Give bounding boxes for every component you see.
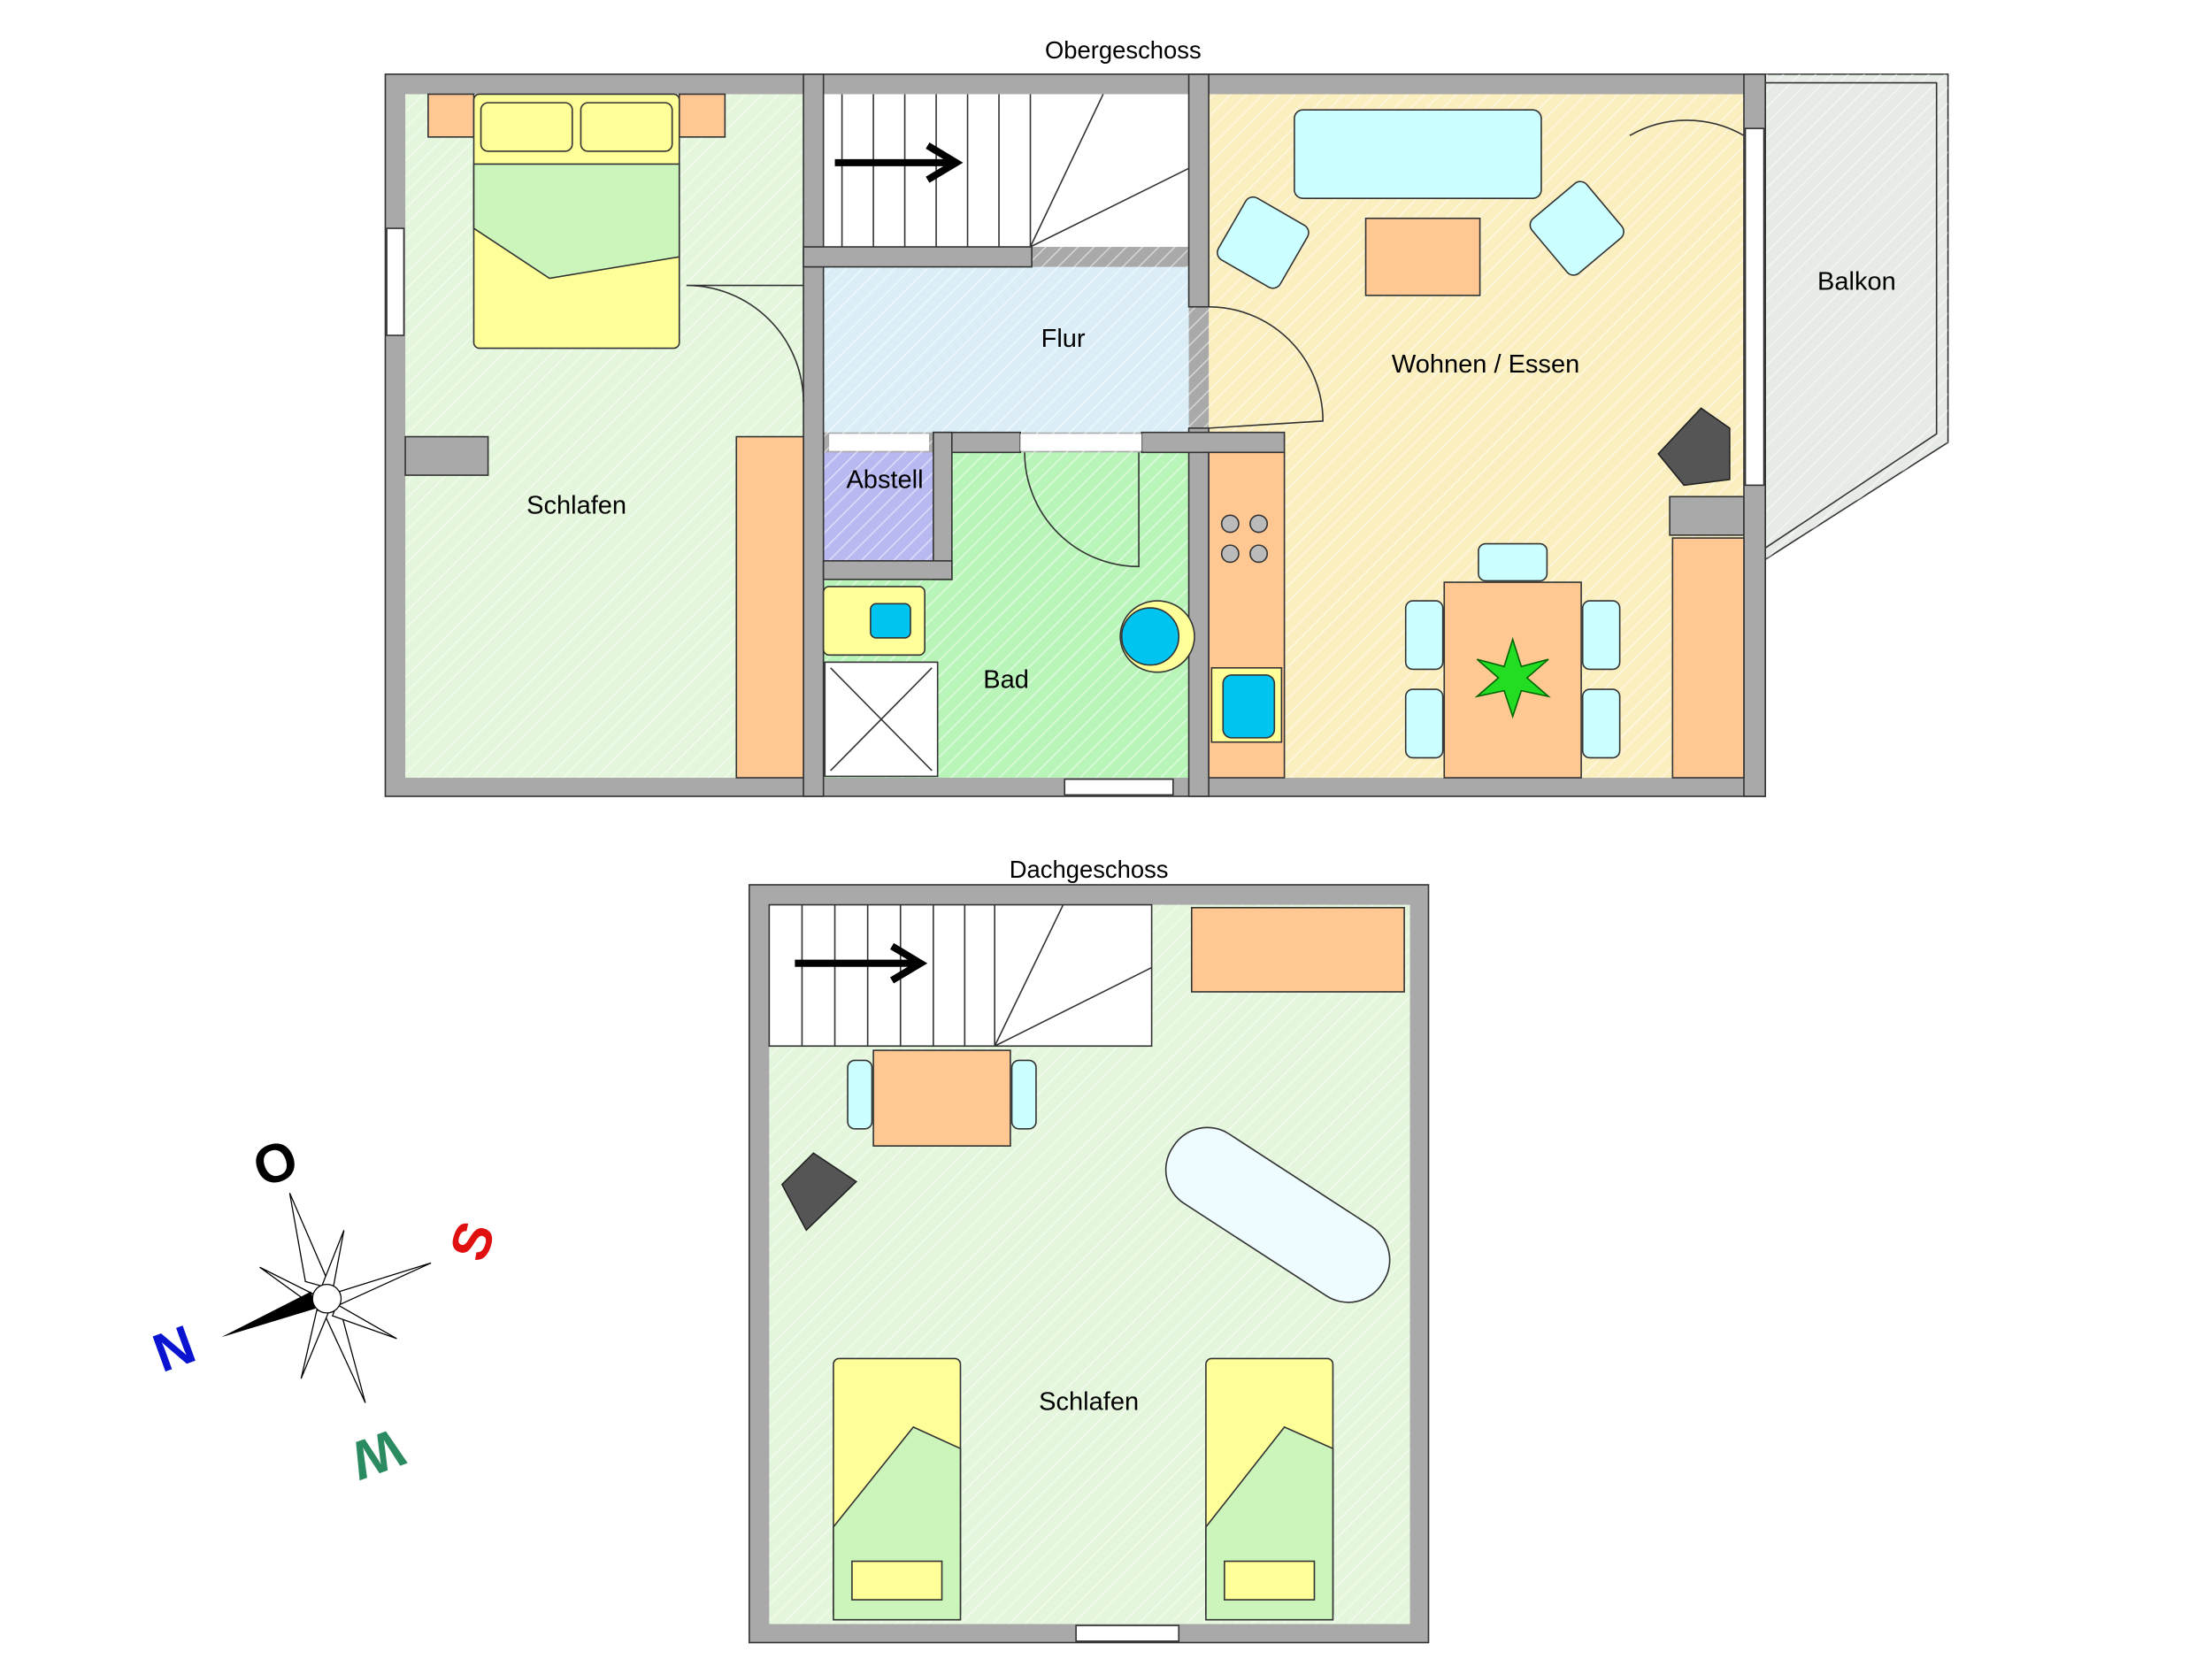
- tv-icon: [780, 1152, 858, 1232]
- door-living: [1209, 305, 1324, 429]
- stairs-upper: [834, 94, 1189, 248]
- label-hall: Flur: [1041, 325, 1086, 353]
- door-bedroom: [686, 284, 804, 403]
- label-balcony: Balkon: [1817, 267, 1896, 296]
- desk: [872, 1049, 1011, 1147]
- label-storage: Abstell: [846, 466, 923, 495]
- door-bath: [1024, 452, 1140, 568]
- sofa: [1294, 109, 1542, 199]
- attic-floor: Dachgeschoss Schlafen: [748, 856, 1430, 1644]
- upper-floor-title: Obergeschoss: [1045, 36, 1202, 64]
- compass-west-label: W: [342, 1417, 411, 1492]
- label-bedroom: Schlafen: [526, 492, 626, 520]
- kitchen-sink: [1222, 674, 1276, 739]
- label-living: Wohnen / Essen: [1392, 350, 1579, 379]
- wardrobe: [735, 435, 804, 779]
- compass-east-label: O: [245, 1127, 305, 1198]
- upper-floor: Obergeschoss: [384, 36, 1949, 797]
- compass-rose: O S N W: [145, 1127, 507, 1491]
- attic-floor-title: Dachgeschoss: [1010, 856, 1169, 883]
- lounger: [1164, 1126, 1391, 1303]
- compass-north-label: N: [145, 1314, 203, 1384]
- compass-south-label: S: [438, 1214, 507, 1269]
- armchair: [1217, 196, 1310, 289]
- armchair: [1529, 180, 1624, 276]
- stairs-attic: [768, 903, 1153, 1048]
- coffee-table: [1364, 217, 1481, 296]
- label-attic-bedroom: Schlafen: [1039, 1388, 1139, 1417]
- dresser: [1190, 906, 1405, 993]
- tv-icon: [1657, 407, 1731, 487]
- plant-icon: [1474, 636, 1551, 719]
- cabinet: [1671, 537, 1745, 779]
- door-balcony: [1629, 119, 1745, 136]
- north-needle-icon: [221, 1291, 316, 1338]
- label-bath: Bad: [983, 665, 1029, 694]
